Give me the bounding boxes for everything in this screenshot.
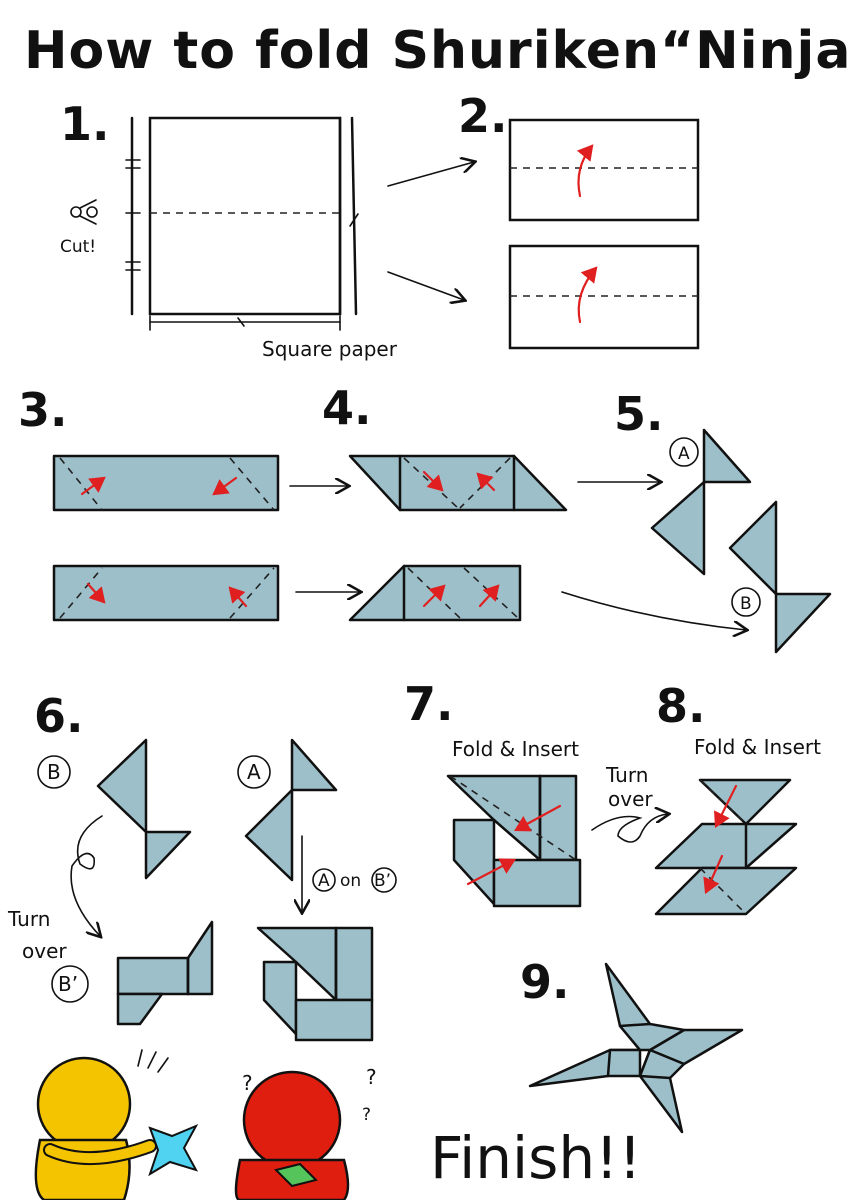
step-9: 9. Finish!!: [430, 955, 744, 1192]
piece-b-label: B: [47, 760, 61, 784]
turn-over-label-2: over: [608, 787, 653, 811]
piece-a-label: A: [247, 760, 261, 784]
finish-label: Finish!!: [430, 1124, 642, 1192]
step-7-number: 7.: [404, 677, 453, 731]
turn-over-label-1: Turn: [605, 763, 648, 787]
step-8-number: 8.: [656, 679, 705, 733]
step-6: 6. B A Turn over B’ A on B’: [7, 689, 397, 1042]
arrow-icon: [387, 162, 474, 187]
step-4: 4.: [322, 381, 746, 630]
cut-label: Cut!: [60, 237, 96, 257]
step-7: 7. Fold & Insert: [404, 677, 668, 908]
step-8: 8. Fold & Insert Turn over: [605, 679, 821, 916]
piece-a-label: A: [678, 444, 690, 464]
fold-arrow-icon: [577, 266, 598, 324]
step-9-number: 9.: [520, 955, 569, 1009]
question-mark: ?: [362, 1105, 371, 1125]
step-7-instruction: Fold & Insert: [452, 737, 579, 761]
step-5: 5. A B: [614, 387, 832, 654]
square-paper: [148, 116, 342, 316]
question-mark: ?: [242, 1071, 253, 1095]
arrow-icon: [591, 814, 668, 843]
step-1-number: 1.: [60, 97, 109, 151]
step-5-number: 5.: [614, 387, 663, 441]
toy-star-icon: [148, 1123, 199, 1177]
step-2: 2.: [458, 89, 700, 350]
question-mark: ?: [366, 1065, 377, 1089]
step-3-number: 3.: [18, 383, 67, 437]
piece-b-prime-label: B’: [58, 972, 78, 996]
turn-over-label-2: over: [22, 939, 67, 963]
a-on-label: A: [318, 871, 330, 891]
scissors-icon: [70, 199, 98, 225]
step-6-number: 6.: [34, 689, 83, 743]
step-2-number: 2.: [458, 89, 507, 143]
on-label: on: [340, 871, 361, 891]
step-4-number: 4.: [322, 381, 371, 435]
yellow-figure: [34, 1049, 199, 1200]
piece-b-label: B: [740, 594, 752, 614]
b-prime-label: B’: [374, 871, 391, 891]
square-paper-label: Square paper: [262, 337, 398, 361]
step-1: 1. Cut! Square paper: [60, 97, 474, 361]
arrow-icon: [561, 591, 746, 630]
red-figure: ? ? ?: [234, 1065, 377, 1200]
arrow-icon: [387, 271, 464, 300]
fold-arrow-icon: [576, 144, 594, 198]
arrow-icon: [70, 815, 102, 936]
finished-shuriken: [528, 962, 744, 1134]
page-title: How to fold Shuriken“Ninja-Star“: [24, 21, 848, 81]
step-8-instruction: Fold & Insert: [694, 735, 821, 759]
step-3: 3.: [18, 383, 360, 622]
turn-over-label-1: Turn: [7, 907, 50, 931]
